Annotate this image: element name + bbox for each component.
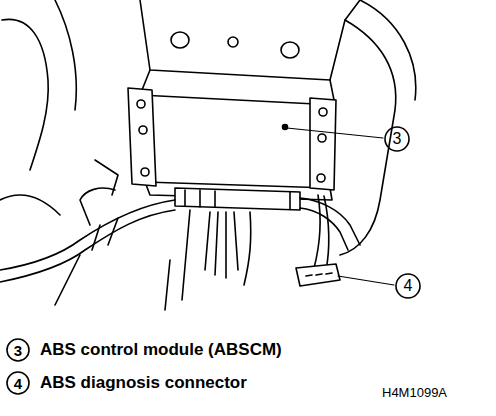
wire <box>205 212 238 278</box>
wire-harness <box>92 218 118 250</box>
body-panel <box>55 0 76 110</box>
body-panel <box>360 0 416 100</box>
abs-control-module <box>140 95 335 188</box>
callout-circle <box>385 127 409 151</box>
mounting-bracket <box>310 98 336 190</box>
bracket-screw <box>139 126 147 134</box>
mounting-hole <box>281 42 299 58</box>
body-panel <box>2 19 48 170</box>
callout-circle <box>7 339 29 361</box>
wire-harness <box>80 188 115 225</box>
bracket-screw <box>141 168 149 176</box>
callout-number: 3 <box>393 131 402 147</box>
abs-diagnosis-connector <box>306 273 332 276</box>
abs-diagnosis-connector <box>296 264 340 286</box>
mounting-hole <box>228 37 238 47</box>
diagnosis-wire <box>314 195 320 268</box>
module-connector <box>185 190 290 209</box>
wire-harness <box>95 160 118 195</box>
part-name: ABS control module (ABSCM) <box>40 341 282 358</box>
mounting-hole <box>171 32 189 48</box>
leader-line <box>287 128 383 138</box>
bracket-screw <box>319 108 327 116</box>
callout-number: 3 <box>14 343 22 358</box>
callout-number: 4 <box>14 376 22 391</box>
module-connector <box>175 188 300 210</box>
leader-line <box>338 276 394 285</box>
bracket-screw <box>317 174 325 182</box>
bracket-screw <box>318 134 326 142</box>
part-name: ABS diagnosis connector <box>40 374 247 391</box>
bracket-screw <box>137 100 145 108</box>
body-panel <box>340 20 396 255</box>
wire-harness <box>300 208 348 250</box>
diagnosis-wire <box>324 196 329 270</box>
figure-code: H4M1099A <box>382 386 447 399</box>
wire-harness <box>0 200 175 270</box>
mounting-plate <box>140 0 360 80</box>
body-panel <box>0 195 60 215</box>
callout-number: 4 <box>404 278 413 294</box>
callout-circle <box>7 372 29 394</box>
wire <box>55 255 80 305</box>
callout-circle <box>396 274 420 298</box>
mounting-bracket <box>128 88 156 186</box>
leader-dot <box>283 125 288 130</box>
wire <box>244 212 251 285</box>
wire <box>165 210 190 310</box>
